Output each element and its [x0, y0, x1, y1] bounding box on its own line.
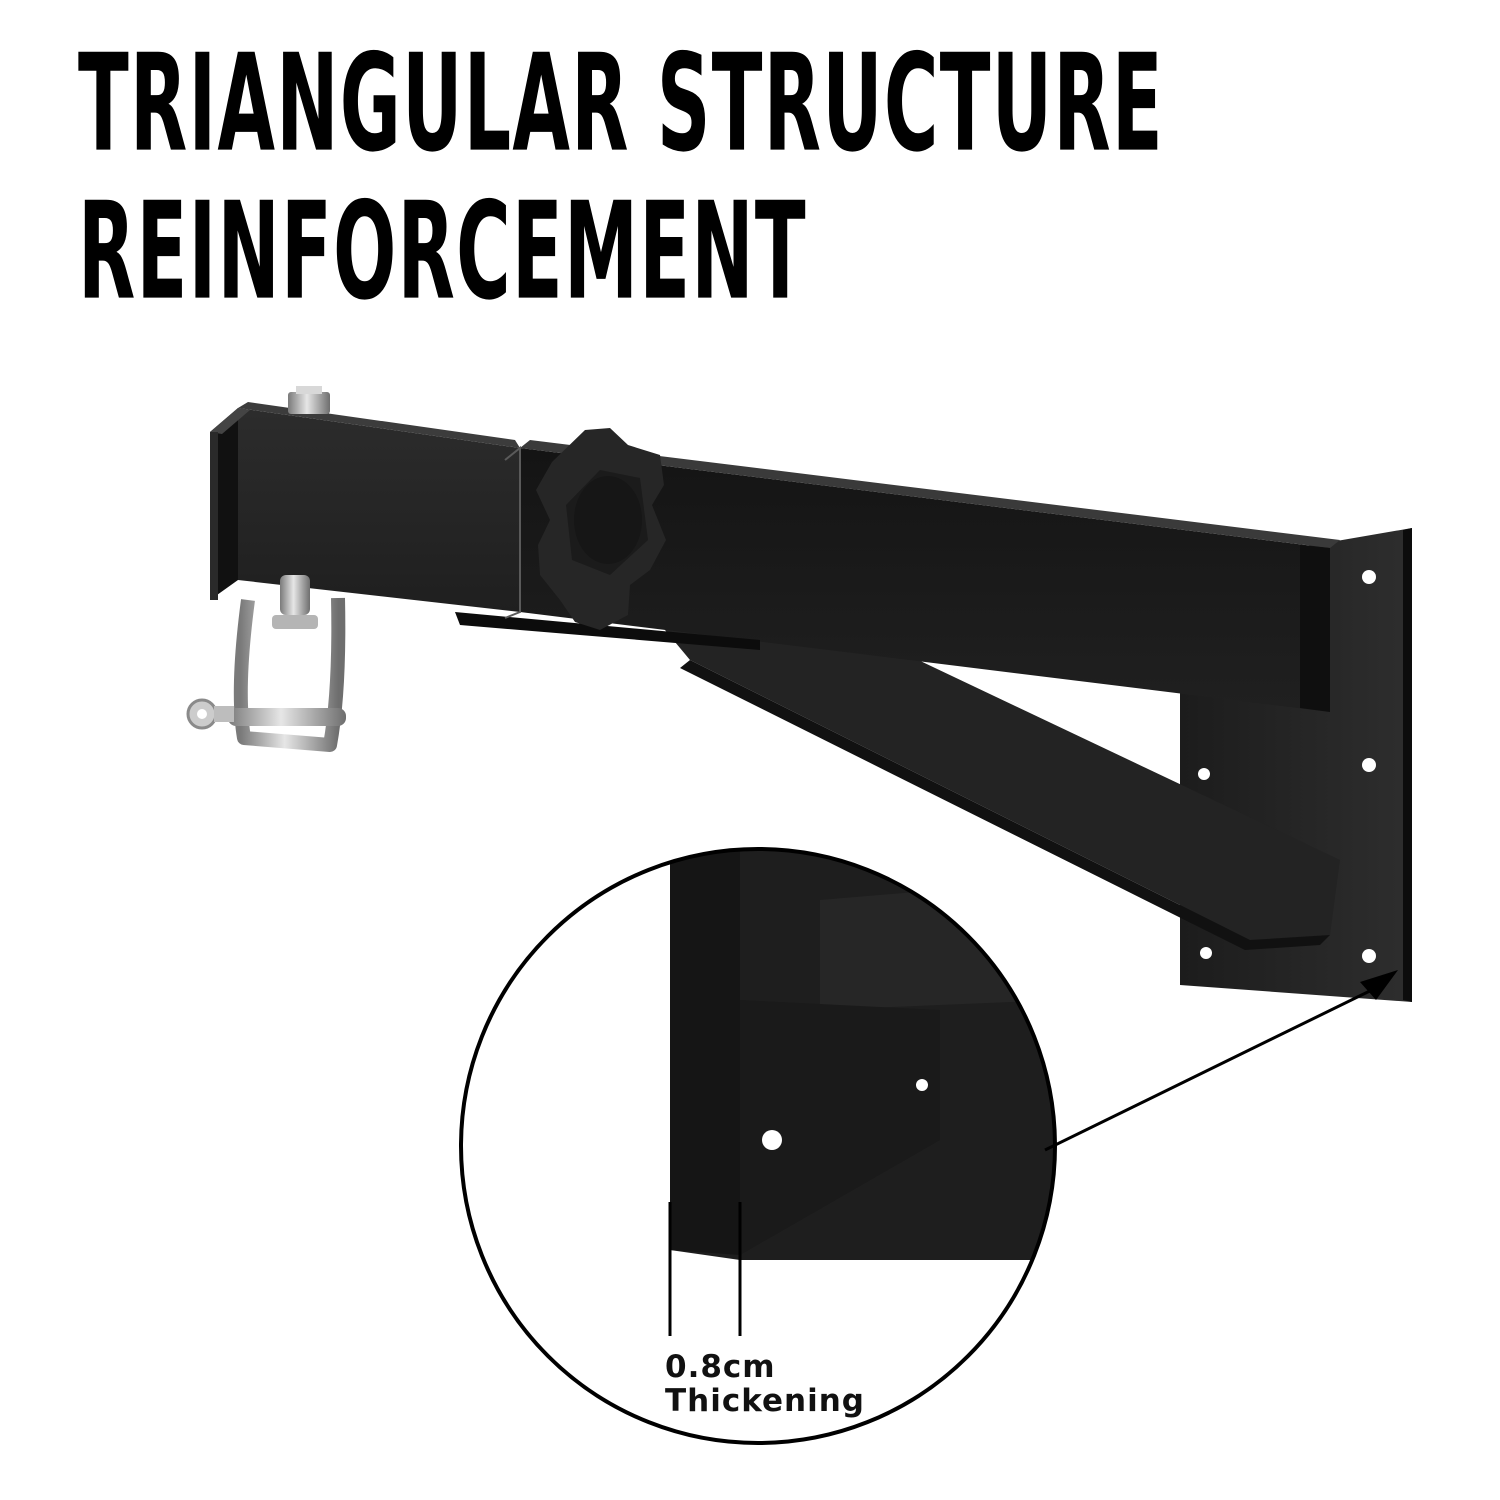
- zoom-plate-hole: [762, 1130, 782, 1150]
- plate-hole: [1362, 758, 1376, 772]
- headline: TRIANGULAR STRUCTURE REINFORCEMENT: [78, 22, 1458, 330]
- plate-hole: [1362, 949, 1376, 963]
- plate-hole: [1198, 768, 1210, 780]
- diagonal-brace: [640, 585, 1340, 950]
- main-arm-tube: [520, 440, 1340, 712]
- callout-arrowhead: [1360, 970, 1398, 1000]
- shackle-swivel-icon: [186, 575, 346, 752]
- thickness-label: Thickening: [665, 1383, 865, 1419]
- headline-line-2: REINFORCEMENT: [78, 174, 807, 331]
- star-knob-icon: [536, 428, 666, 630]
- callout-pointer: [1044, 983, 1383, 1152]
- top-bolt: [288, 386, 330, 414]
- thickness-callout: 0.8cm Thickening: [665, 1350, 865, 1418]
- plate-hole: [1200, 947, 1212, 959]
- plate-hole: [1362, 570, 1376, 584]
- thickness-measure: 0.8cm: [665, 1349, 776, 1385]
- zoom-callout: [459, 847, 1398, 1445]
